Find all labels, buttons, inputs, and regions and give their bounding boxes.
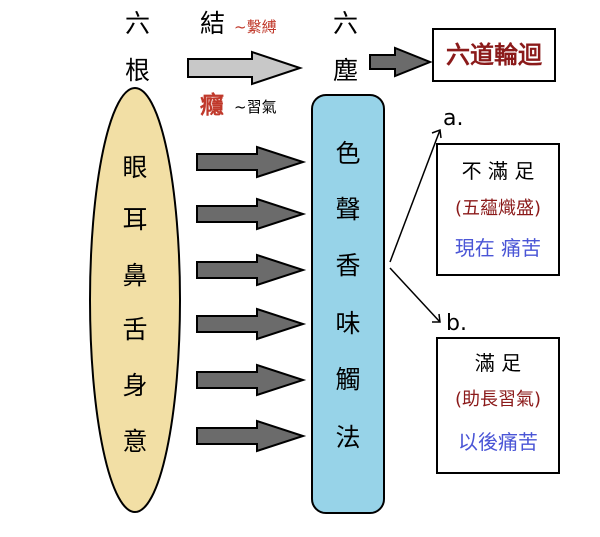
branch-b-line1: 滿 足 [474,351,522,375]
bind-note: ~繫縛 [234,18,277,36]
root-arrow-3 [196,253,307,287]
bind-arrow [187,50,304,86]
dust-form: 色 [335,139,361,168]
six-roots-label-2: 根 [125,56,151,85]
root-body: 身 [122,371,148,400]
root-nose: 鼻 [122,261,148,290]
branch-a-arrowhead [431,128,442,139]
branch-a-line2: (五蘊熾盛) [454,198,542,219]
six-dusts-label-1: 六 [333,9,359,38]
bind-label: 結 [200,9,226,38]
six-dusts-pillar [311,94,385,514]
branch-a-line [389,129,441,263]
dust-dharma: 法 [335,423,361,452]
branch-a-line3: 現在 痛苦 [454,236,542,260]
branch-b-line [389,267,441,323]
root-mind: 意 [122,427,148,456]
branch-a-box: 不 滿 足 (五蘊熾盛) 現在 痛苦 [436,143,560,276]
six-roots-ellipse [89,87,181,513]
addiction-note: ~習氣 [234,98,277,116]
samsara-box: 六道輪迴 [432,28,556,82]
addiction-label: 癮 [200,91,224,119]
branch-a-marker: a. [443,106,464,131]
branch-b-line2: (助長習氣) [454,389,542,410]
six-roots-label-1: 六 [125,9,151,38]
root-arrow-2 [196,197,307,231]
samsara-text: 六道輪迴 [446,41,542,69]
dust-sound: 聲 [335,195,361,224]
branch-a-line1: 不 滿 足 [461,159,535,183]
root-arrow-5 [196,363,307,397]
dust-touch: 觸 [335,365,361,394]
samsara-arrow [369,46,433,78]
branch-b-box: 滿 足 (助長習氣) 以後痛苦 [436,337,560,474]
dust-taste: 味 [335,309,361,338]
root-ear: 耳 [122,205,148,234]
dust-smell: 香 [335,251,361,280]
root-arrow-1 [196,145,307,179]
root-tongue: 舌 [122,315,148,344]
root-arrow-4 [196,307,307,341]
branch-b-marker: b. [446,311,467,336]
branch-b-line3: 以後痛苦 [458,430,538,454]
branch-b-arrowhead [432,313,441,323]
root-arrow-6 [196,419,307,453]
six-dusts-label-2: 塵 [333,56,359,85]
root-eye: 眼 [122,153,148,182]
